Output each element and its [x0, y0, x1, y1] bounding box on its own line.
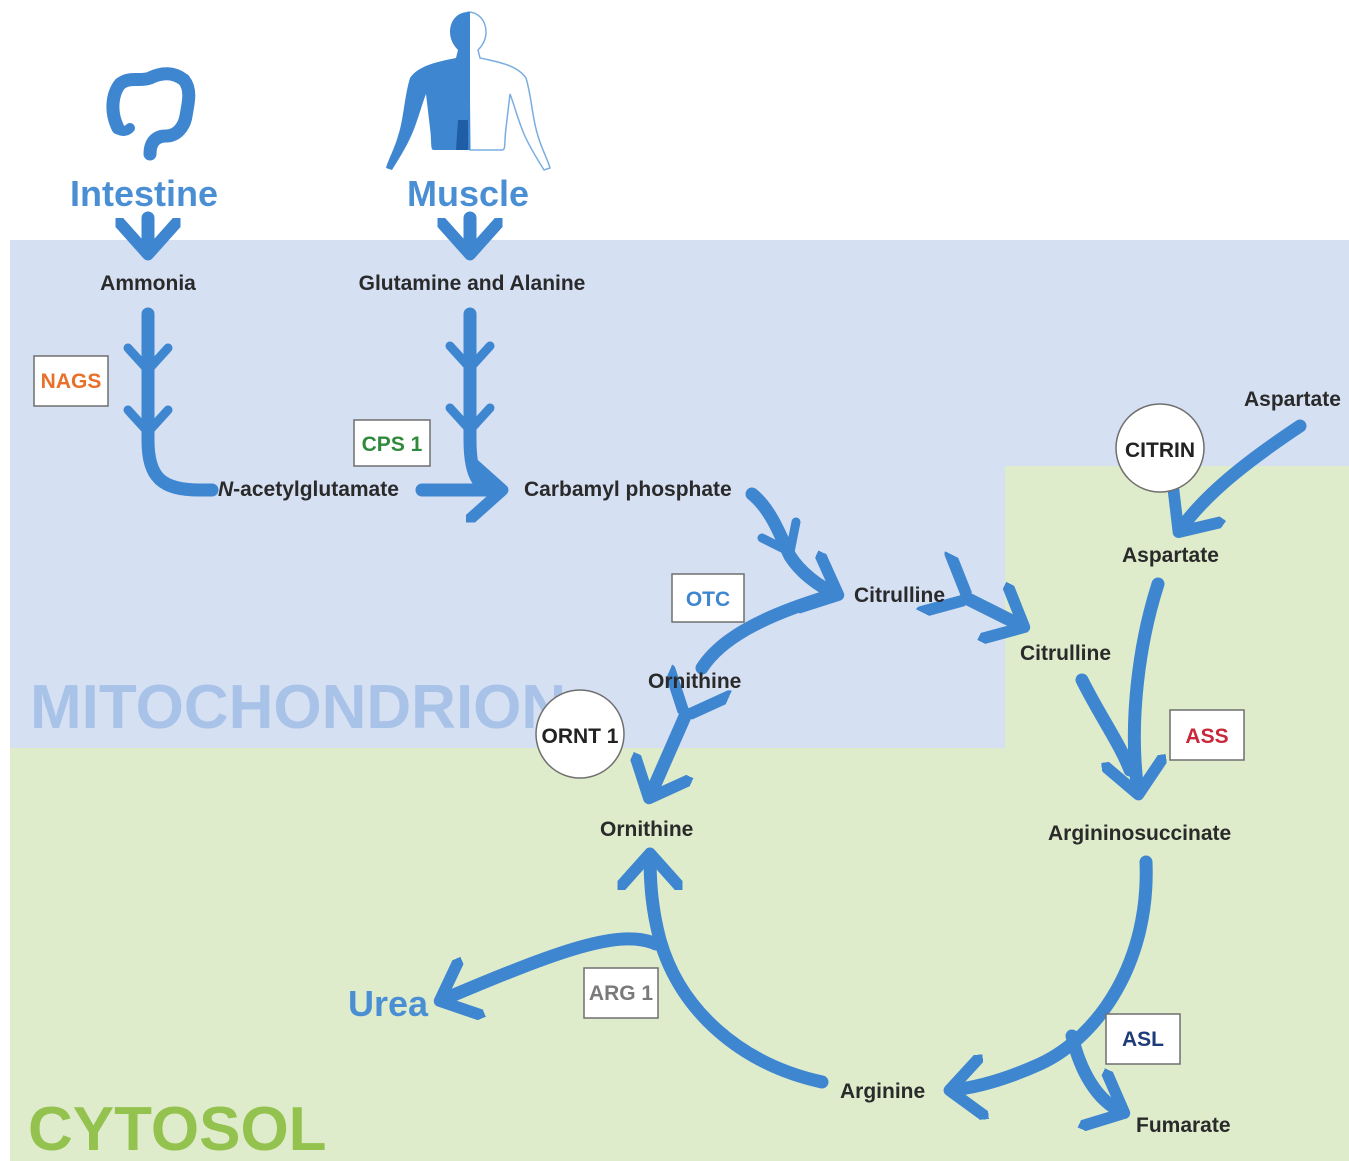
arrow-fumarate — [1065, 1029, 1122, 1112]
intestine-label: Intestine — [70, 173, 218, 214]
chevron-ammonia-2 — [123, 405, 173, 437]
arrow-ornithine-citrulline — [695, 587, 843, 675]
chevron-glutamine-1 — [445, 341, 495, 373]
aspartate-outer-label: Aspartate — [1244, 388, 1341, 411]
enzyme-otc-label: OTC — [686, 588, 730, 611]
arrow-arginine-ornithine — [650, 856, 829, 1089]
enzyme-cps1: CPS 1 — [353, 419, 431, 467]
enzyme-ass-label: ASS — [1185, 725, 1228, 748]
region-backgrounds — [10, 240, 1349, 1161]
transporter-citrin: CITRIN — [1115, 403, 1205, 493]
chevron-ammonia-1 — [123, 343, 173, 375]
arrow-citrulline-argininosuccinate — [1075, 673, 1137, 777]
mitochondrion-region — [10, 240, 1349, 748]
arginine-label: Arginine — [840, 1080, 925, 1103]
ammonia-label: Ammonia — [100, 272, 196, 295]
n-acetylglutamate-prefix: N — [218, 478, 234, 501]
transporter-citrin-label: CITRIN — [1125, 439, 1195, 462]
ornithine-mito-label: Ornithine — [648, 670, 741, 693]
citrulline-mito-label: Citrulline — [854, 584, 945, 607]
transporter-ornt1-label: ORNT 1 — [541, 725, 618, 748]
enzyme-arg1-label: ARG 1 — [589, 982, 654, 1005]
intestine-icon — [106, 67, 196, 161]
enzyme-arg1: ARG 1 — [583, 967, 659, 1019]
arrow-ornithine-transport — [650, 714, 686, 796]
muscle-label: Muscle — [407, 173, 529, 214]
arrow-aspartate-transport — [1180, 419, 1307, 530]
enzyme-otc: OTC — [671, 573, 745, 623]
argininosuccinate-label: Argininosuccinate — [1048, 822, 1231, 845]
enzyme-asl-label: ASL — [1122, 1028, 1164, 1051]
enzyme-ass: ASS — [1169, 709, 1245, 761]
fumarate-label: Fumarate — [1136, 1114, 1231, 1137]
n-acetylglutamate-label: N-acetylglutamate — [218, 478, 399, 501]
arrow-argininosuccinate-arginine — [952, 855, 1153, 1090]
arrow-urea — [442, 932, 663, 1000]
arrow-aspartate-argininosuccinate — [1134, 577, 1158, 792]
transporter-ornt1: ORNT 1 — [535, 689, 625, 779]
urea-label: Urea — [348, 983, 429, 1024]
ornithine-cyto-label: Ornithine — [600, 818, 693, 841]
arrow-citrulline-transport — [966, 598, 1022, 626]
glutamine-alanine-label: Glutamine and Alanine — [359, 272, 586, 295]
carbamyl-phosphate-label: Carbamyl phosphate — [524, 478, 732, 501]
mitochondrion-label: MITOCHONDRION — [30, 673, 566, 742]
arrow-ammonia-nag — [141, 307, 219, 497]
enzyme-nags-label: NAGS — [41, 370, 102, 393]
chevron-carbamyl — [757, 517, 801, 557]
aspartate-inner-label: Aspartate — [1122, 544, 1219, 567]
human-body-muscle-icon — [386, 11, 551, 171]
enzyme-cps1-label: CPS 1 — [362, 433, 423, 456]
n-acetylglutamate-rest: -acetylglutamate — [233, 478, 399, 501]
citrulline-cyto-label: Citrulline — [1020, 642, 1111, 665]
enzyme-asl: ASL — [1105, 1013, 1181, 1065]
chevron-glutamine-2 — [445, 403, 495, 435]
enzyme-nags: NAGS — [33, 355, 109, 407]
cytosol-label: CYTOSOL — [28, 1095, 327, 1161]
